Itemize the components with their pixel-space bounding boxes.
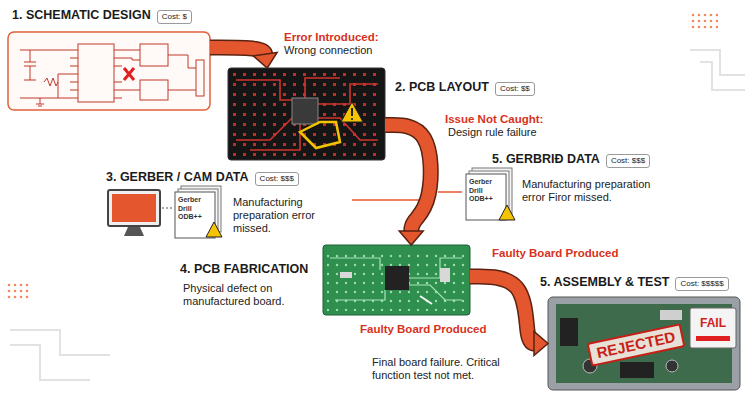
connector bbox=[560, 318, 578, 346]
computer bbox=[108, 190, 174, 236]
dotted-line bbox=[162, 208, 174, 209]
trace bbox=[330, 258, 462, 300]
warning-icon bbox=[206, 222, 222, 237]
screen bbox=[112, 194, 156, 222]
monitor bbox=[108, 190, 160, 226]
arrow-head bbox=[399, 231, 423, 245]
chip bbox=[620, 362, 654, 378]
stage-heading: 4. PCB FABRICATION bbox=[180, 262, 308, 277]
cost-badge: Cost: $$ bbox=[495, 82, 535, 96]
warning-icon bbox=[499, 205, 515, 220]
deco-line bbox=[690, 50, 745, 75]
edge-label: Error Introduced: bbox=[284, 30, 379, 44]
highlight bbox=[300, 122, 340, 148]
leader bbox=[352, 192, 462, 200]
arrow-head bbox=[534, 332, 548, 356]
flow-arrow bbox=[470, 277, 548, 356]
defect bbox=[420, 296, 432, 304]
trace bbox=[236, 78, 378, 150]
deco-line bbox=[700, 62, 745, 90]
note-text: Wrong connection bbox=[284, 44, 372, 57]
flow-arrow bbox=[385, 125, 431, 245]
component bbox=[440, 268, 450, 282]
cost-badge: Cost: $$$ bbox=[606, 154, 650, 168]
warning-mark bbox=[351, 118, 353, 120]
fabricated-board bbox=[323, 245, 470, 315]
schematic-box: 1. SCHEMATIC DESIGNCost: $ bbox=[8, 32, 210, 110]
note-text: Design rule failure bbox=[448, 126, 537, 139]
note-text: Final board failure. Critical function t… bbox=[372, 356, 522, 382]
fail-text: FAIL bbox=[700, 316, 726, 330]
edge-label: Faulty Board Produced bbox=[492, 246, 619, 260]
connector-symbol bbox=[196, 60, 204, 96]
description-text: Physical defect on manufactured board. bbox=[183, 282, 311, 308]
cost-badge: Cost: $$$$$ bbox=[675, 277, 728, 291]
fixture bbox=[548, 297, 740, 390]
warning-icon bbox=[341, 102, 363, 122]
rejected-stamp: REJECTED bbox=[587, 323, 686, 366]
schematic bbox=[8, 32, 210, 110]
arrow-head bbox=[253, 52, 277, 68]
flow-arrow bbox=[210, 48, 277, 68]
edge-label: Issue Not Caught: bbox=[445, 112, 543, 126]
error-mark bbox=[124, 68, 134, 80]
assembled-board bbox=[548, 297, 740, 390]
document-stack bbox=[466, 168, 515, 220]
dot-grid bbox=[688, 12, 718, 32]
vias bbox=[327, 249, 466, 311]
stage-heading: 1. SCHEMATIC DESIGN bbox=[12, 8, 151, 23]
board bbox=[323, 245, 470, 315]
file-label: Gerber Drill ODB++ bbox=[469, 178, 505, 204]
component bbox=[660, 310, 682, 320]
leader-line bbox=[352, 199, 426, 201]
warning-mark bbox=[351, 108, 353, 116]
file-label: Gerber Drill ODB++ bbox=[178, 196, 214, 222]
arrow-body bbox=[385, 125, 431, 233]
ic-symbol bbox=[140, 44, 168, 66]
gerbrid-panel: 5. GERBRIĐ DATA Cost: $$$ Manufacturing pr… bbox=[462, 150, 688, 226]
fail-bar bbox=[696, 336, 730, 341]
document bbox=[466, 174, 506, 220]
component bbox=[340, 272, 352, 278]
wire bbox=[20, 50, 196, 98]
cost-badge: Cost: $ bbox=[157, 10, 192, 24]
cost-badge: Cost: $$$ bbox=[255, 172, 299, 186]
stage-heading: 5. GERBRIĐ DATA bbox=[492, 152, 600, 167]
status-label: Faulty Board Produced bbox=[360, 322, 487, 336]
document-stack bbox=[175, 186, 222, 238]
ic-symbol bbox=[140, 80, 168, 100]
ic-symbol bbox=[78, 44, 114, 102]
pcb-layout bbox=[228, 68, 385, 160]
leader-line bbox=[438, 191, 462, 193]
stage-heading: 3. GERBER / CAM DATA bbox=[106, 170, 249, 185]
capacitor bbox=[666, 360, 678, 372]
ground-symbol bbox=[36, 98, 44, 106]
deco-line bbox=[10, 330, 110, 355]
chip bbox=[385, 266, 409, 290]
stand bbox=[124, 227, 144, 236]
stage-heading: 2. PCB LAYOUT bbox=[395, 80, 489, 95]
arrow-outline bbox=[385, 125, 431, 233]
board bbox=[228, 68, 385, 160]
dot-grid bbox=[4, 282, 30, 302]
description-text: Manufacturing preparation error missed. bbox=[233, 196, 345, 235]
capacitor-symbol bbox=[24, 62, 36, 80]
description-text: Manufacturing preparation error Firor mi… bbox=[522, 178, 672, 204]
resistor-symbol bbox=[44, 78, 58, 86]
schematic-frame bbox=[8, 32, 210, 110]
fail-panel bbox=[690, 308, 736, 348]
gerber-panel: 3. GERBER / CAM DATA Cost: $$$ Manufacturi… bbox=[100, 168, 350, 240]
chip bbox=[292, 98, 318, 124]
pins bbox=[70, 50, 122, 98]
deco-line bbox=[10, 345, 90, 380]
layout-board: 2. PCB LAYOUTCost: $$ bbox=[228, 68, 385, 160]
pads bbox=[232, 72, 381, 156]
fabricated-board: 4. PCB FABRICATIONPhysical defect on man… bbox=[323, 245, 470, 315]
stage-heading: 5. ASSEMBLY & TEST bbox=[540, 275, 669, 290]
